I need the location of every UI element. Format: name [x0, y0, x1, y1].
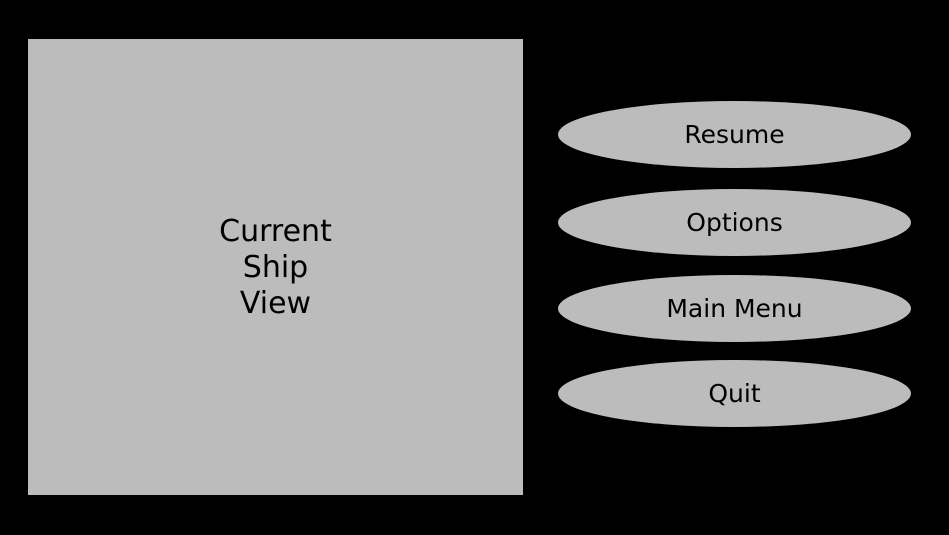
options-button[interactable]: Options — [558, 189, 911, 256]
ship-view-label: Current Ship View — [219, 214, 332, 321]
main-menu-button[interactable]: Main Menu — [558, 275, 911, 342]
current-ship-view-panel: Current Ship View — [28, 39, 523, 495]
quit-button[interactable]: Quit — [558, 360, 911, 427]
resume-button[interactable]: Resume — [558, 101, 911, 168]
